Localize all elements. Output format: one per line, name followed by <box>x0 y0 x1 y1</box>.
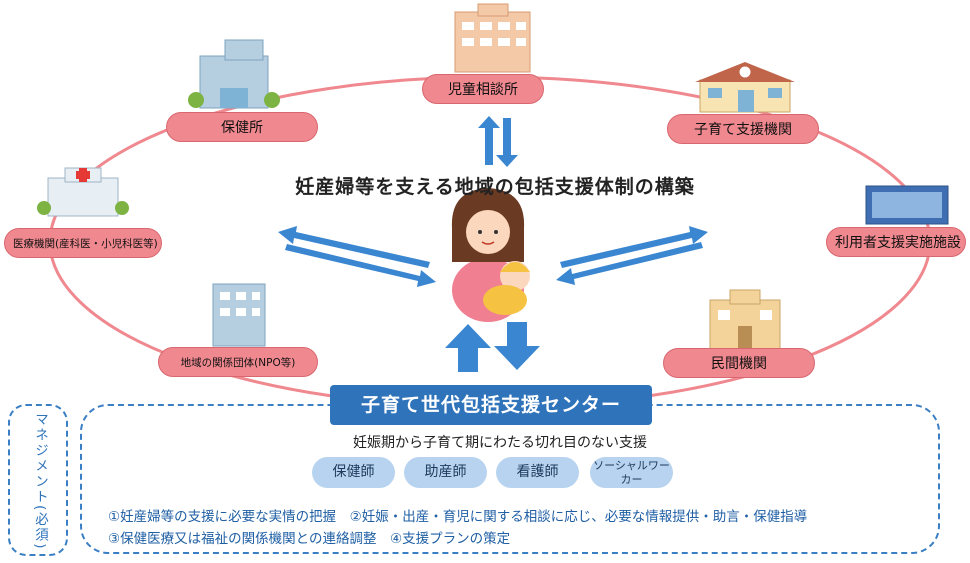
private-org-building-icon <box>709 289 781 351</box>
community-org-building-icon <box>212 283 266 347</box>
duty-line-2: ③保健医療又は福祉の関係機関との連絡調整 ④支援プランの策定 <box>108 531 511 547</box>
vertical-arrows-icon <box>445 322 540 372</box>
mother-and-baby-illustration <box>451 188 530 322</box>
right-arrows-icon <box>556 226 708 285</box>
childcare-support-building-icon <box>695 62 795 113</box>
center-title: 子育て世代包括支援センター <box>330 385 652 425</box>
two-way-arrow-icon <box>478 116 518 167</box>
management-box <box>8 404 68 556</box>
user-support-facility-building-icon <box>865 185 949 225</box>
role-nurse: 看護師 <box>496 457 579 488</box>
management-label: マネジメント(必須) <box>32 411 48 551</box>
support-subtitle: 妊娠期から子育て期にわたる切れ目のない支援 <box>353 435 647 451</box>
left-arrows-icon <box>278 226 436 287</box>
diagram-title: 妊産婦等を支える地域の包括支援体制の構築 <box>295 176 695 198</box>
node-user-support-facility: 利用者支援実施施設 <box>826 227 966 257</box>
role-public-health-nurse: 保健師 <box>312 457 395 488</box>
node-childcare-support: 子育て支援機関 <box>667 114 819 144</box>
hospital-building-icon <box>37 167 129 217</box>
child-guidance-building-icon <box>454 3 531 73</box>
node-child-guidance: 児童相談所 <box>422 74 544 104</box>
role-social-worker: ソーシャルワーカー <box>590 457 673 488</box>
duty-line-1: ①妊産婦等の支援に必要な実情の把握 ②妊娠・出産・育児に関する相談に応じ、必要な… <box>108 509 808 525</box>
node-community-organization: 地域の関係団体(NPO等) <box>158 347 318 377</box>
role-midwife: 助産師 <box>404 457 487 488</box>
node-medical-institution: 医療機関(産科医・小児科医等) <box>4 228 162 258</box>
health-center-building-icon <box>188 39 280 109</box>
node-health-center: 保健所 <box>166 112 318 142</box>
node-private-organization: 民間機関 <box>663 348 815 378</box>
